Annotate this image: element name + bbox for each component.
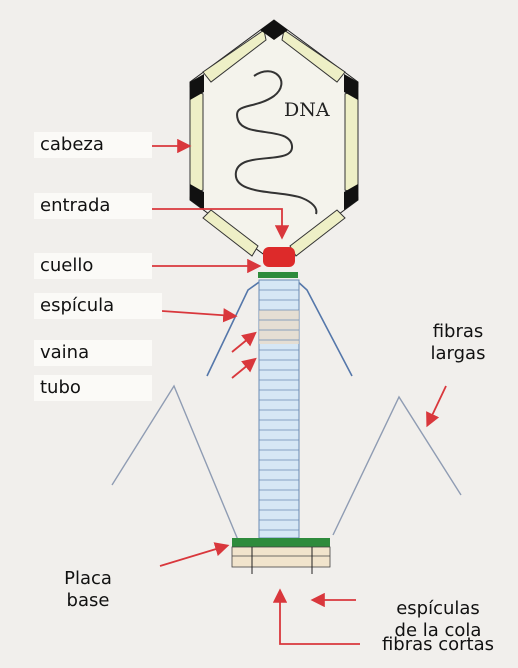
- long-fiber-right: [333, 397, 461, 535]
- tail-sheath: [259, 280, 299, 538]
- label-espicula: espícula: [34, 293, 162, 319]
- arrow-espicula: [162, 311, 234, 316]
- label-cabeza: cabeza: [34, 132, 152, 158]
- arrow-placa-base: [160, 546, 226, 566]
- label-fibras-largas: fibras largas: [402, 319, 514, 367]
- label-cuello: cuello: [34, 253, 152, 279]
- label-entrada: entrada: [34, 193, 152, 219]
- head-capsid: DNA: [190, 20, 358, 262]
- arrow-vaina: [232, 334, 254, 352]
- label-placa-base-line1: Placa: [44, 568, 132, 590]
- dna-text: DNA: [284, 99, 330, 121]
- arrow-fibras-largas: [428, 386, 446, 424]
- base-plate: [232, 538, 330, 574]
- label-fibras-largas-line2: largas: [408, 343, 508, 365]
- arrow-tubo: [232, 360, 254, 378]
- spicule-left: [207, 280, 262, 376]
- label-fibras-cortas: fibras cortas: [364, 632, 512, 658]
- label-placa-base: Placa base: [38, 566, 138, 614]
- long-fiber-left: [112, 386, 238, 540]
- label-tubo: tubo: [34, 375, 152, 401]
- label-fibras-largas-line1: fibras: [408, 321, 508, 343]
- collar: [258, 272, 298, 278]
- label-placa-base-line2: base: [44, 590, 132, 612]
- spicule-right: [296, 280, 352, 376]
- neck: [263, 247, 295, 267]
- label-vaina: vaina: [34, 340, 152, 366]
- label-espiculas-cola-line1: espículas: [370, 598, 506, 620]
